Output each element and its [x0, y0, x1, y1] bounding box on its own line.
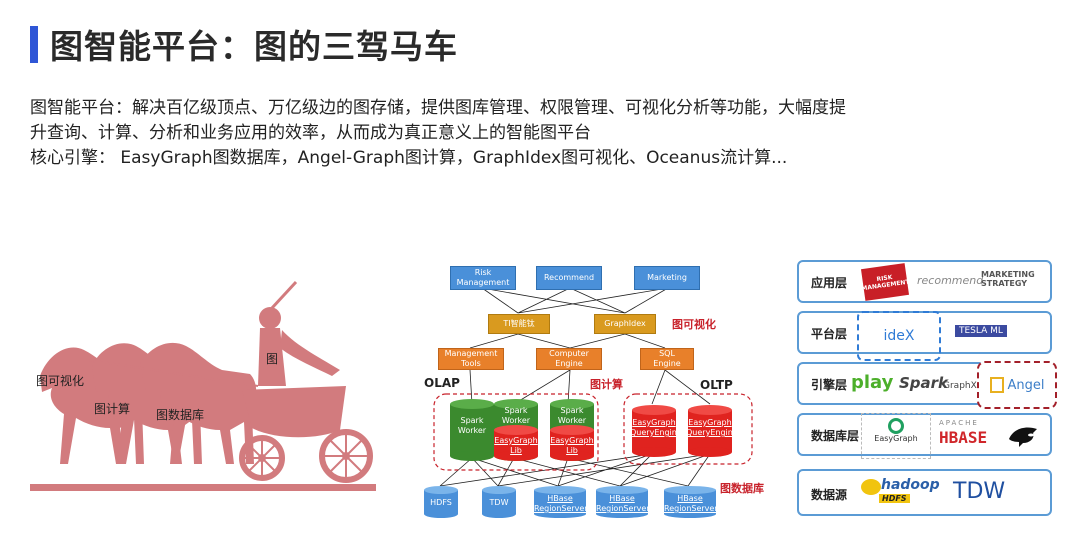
hadoop-wordmark: hadoop — [881, 477, 940, 493]
angel-logo: Angel — [1007, 377, 1045, 393]
chariot-icon — [30, 280, 376, 491]
storage-hdfs: HDFS — [430, 498, 452, 507]
label-compute: 图计算 — [590, 378, 623, 391]
chariot-label-database: 图数据库 — [156, 408, 205, 422]
layer-source-label: 数据源 — [811, 488, 848, 502]
idex-logo-frame: ideX — [857, 311, 941, 361]
description-line-2: 升查询、计算、分析和业务应用的效率，从而成为真正意义上的智能图平台 — [30, 123, 591, 143]
spark-worker-3: Spark Worker — [557, 406, 587, 425]
play-logo: play — [851, 372, 894, 393]
easygraph-icon — [888, 418, 904, 434]
layer-application: 应用层 RISK MANAGEMENT recommend MARKETING … — [797, 260, 1052, 303]
angel-logo-frame: Angel — [977, 361, 1057, 409]
chariot-illustration: 图 图可视化 图计算 图数据库 — [28, 268, 378, 496]
box-sql-engine: SQL Engine — [640, 348, 694, 370]
layer-application-label: 应用层 — [811, 276, 848, 290]
label-database: 图数据库 — [720, 482, 764, 495]
app-marketing: Marketing — [634, 266, 700, 290]
description-line-1: 图智能平台：解决百亿级顶点、万亿级边的图存储，提供图库管理、权限管理、可视化分析… — [30, 98, 846, 118]
spark-worker-1: Spark Worker — [457, 416, 487, 435]
label-oltp: OLTP — [700, 378, 733, 392]
recommend-logo: recommend — [917, 274, 984, 287]
box-graphidex: GraphIdex — [594, 314, 656, 334]
box-compute-engine: Computer Engine — [536, 348, 602, 370]
hbase-logo: HBASE — [939, 428, 988, 447]
box-ti: TI智能钛 — [488, 314, 550, 334]
hadoop-elephant-icon — [861, 479, 881, 495]
easygraph-lib-2: EasyGraph Lib — [550, 436, 594, 455]
query-engine-1: EasyGraph QueryEngine — [630, 418, 682, 437]
chariot-label-driver: 图 — [266, 352, 279, 366]
idex-logo: ideX — [883, 328, 915, 344]
angel-icon — [989, 377, 1004, 393]
box-management-tools: Management Tools — [438, 348, 504, 370]
orca-icon — [1009, 427, 1037, 447]
layer-source: 数据源 hadoop HDFS TDW — [797, 469, 1052, 516]
app-recommend: Recommend — [536, 266, 602, 290]
description-line-3: 核心引擎： EasyGraph图数据库，Angel-Graph图计算，Graph… — [30, 148, 788, 168]
storage-tdw: TDW — [489, 498, 509, 507]
apache-logo: APACHE — [939, 419, 979, 427]
tdw-logo: TDW — [953, 479, 1006, 504]
app-risk-management: Risk Management — [450, 266, 516, 290]
title-accent-bar — [30, 26, 38, 63]
architecture-diagram: Risk Management Recommend Marketing TI智能… — [410, 258, 780, 523]
storage-hbase-3: HBase RegionServer — [664, 494, 718, 513]
storage-hbase-2: HBase RegionServer — [596, 494, 650, 513]
easygraph-logo: EasyGraph — [874, 434, 918, 443]
description: 图智能平台：解决百亿级顶点、万亿级边的图存储，提供图库管理、权限管理、可视化分析… — [30, 96, 910, 171]
query-engine-2: EasyGraph QueryEngine — [686, 418, 738, 437]
architecture-connectors — [424, 287, 753, 518]
risk-management-logo: RISK MANAGEMENT — [861, 263, 910, 301]
label-olap: OLAP — [424, 376, 460, 390]
easygraph-logo-frame: EasyGraph — [861, 413, 931, 459]
tesla-ml-logo: TESLA ML — [955, 325, 1007, 337]
graphx-logo: GraphX — [943, 381, 977, 391]
spark-logo: Spark — [899, 374, 949, 392]
layer-database-label: 数据库层 — [811, 429, 860, 443]
spark-worker-2: Spark Worker — [501, 406, 531, 425]
page-title: 图智能平台：图的三驾马车 — [50, 27, 458, 66]
marketing-strategy-logo: MARKETING STRATEGY — [981, 270, 1035, 288]
chariot-label-compute: 图计算 — [94, 402, 131, 416]
chariot-label-visualization: 图可视化 — [36, 374, 85, 388]
layer-database: 数据库层 EasyGraph APACHE HBASE — [797, 413, 1052, 459]
easygraph-lib-1: EasyGraph Lib — [494, 436, 538, 455]
layer-platform-label: 平台层 — [811, 327, 848, 341]
layer-platform: 平台层 ideX TESLA ML — [797, 311, 1052, 361]
hdfs-wordmark: HDFS — [879, 494, 910, 503]
layer-engine-label: 引擎层 — [811, 378, 848, 392]
hadoop-logo: hadoop HDFS — [861, 477, 940, 507]
storage-hbase-1: HBase RegionServer — [534, 494, 588, 513]
layer-engine: 引擎层 play Spark GraphX Angel — [797, 361, 1057, 409]
label-visualization: 图可视化 — [672, 318, 716, 331]
